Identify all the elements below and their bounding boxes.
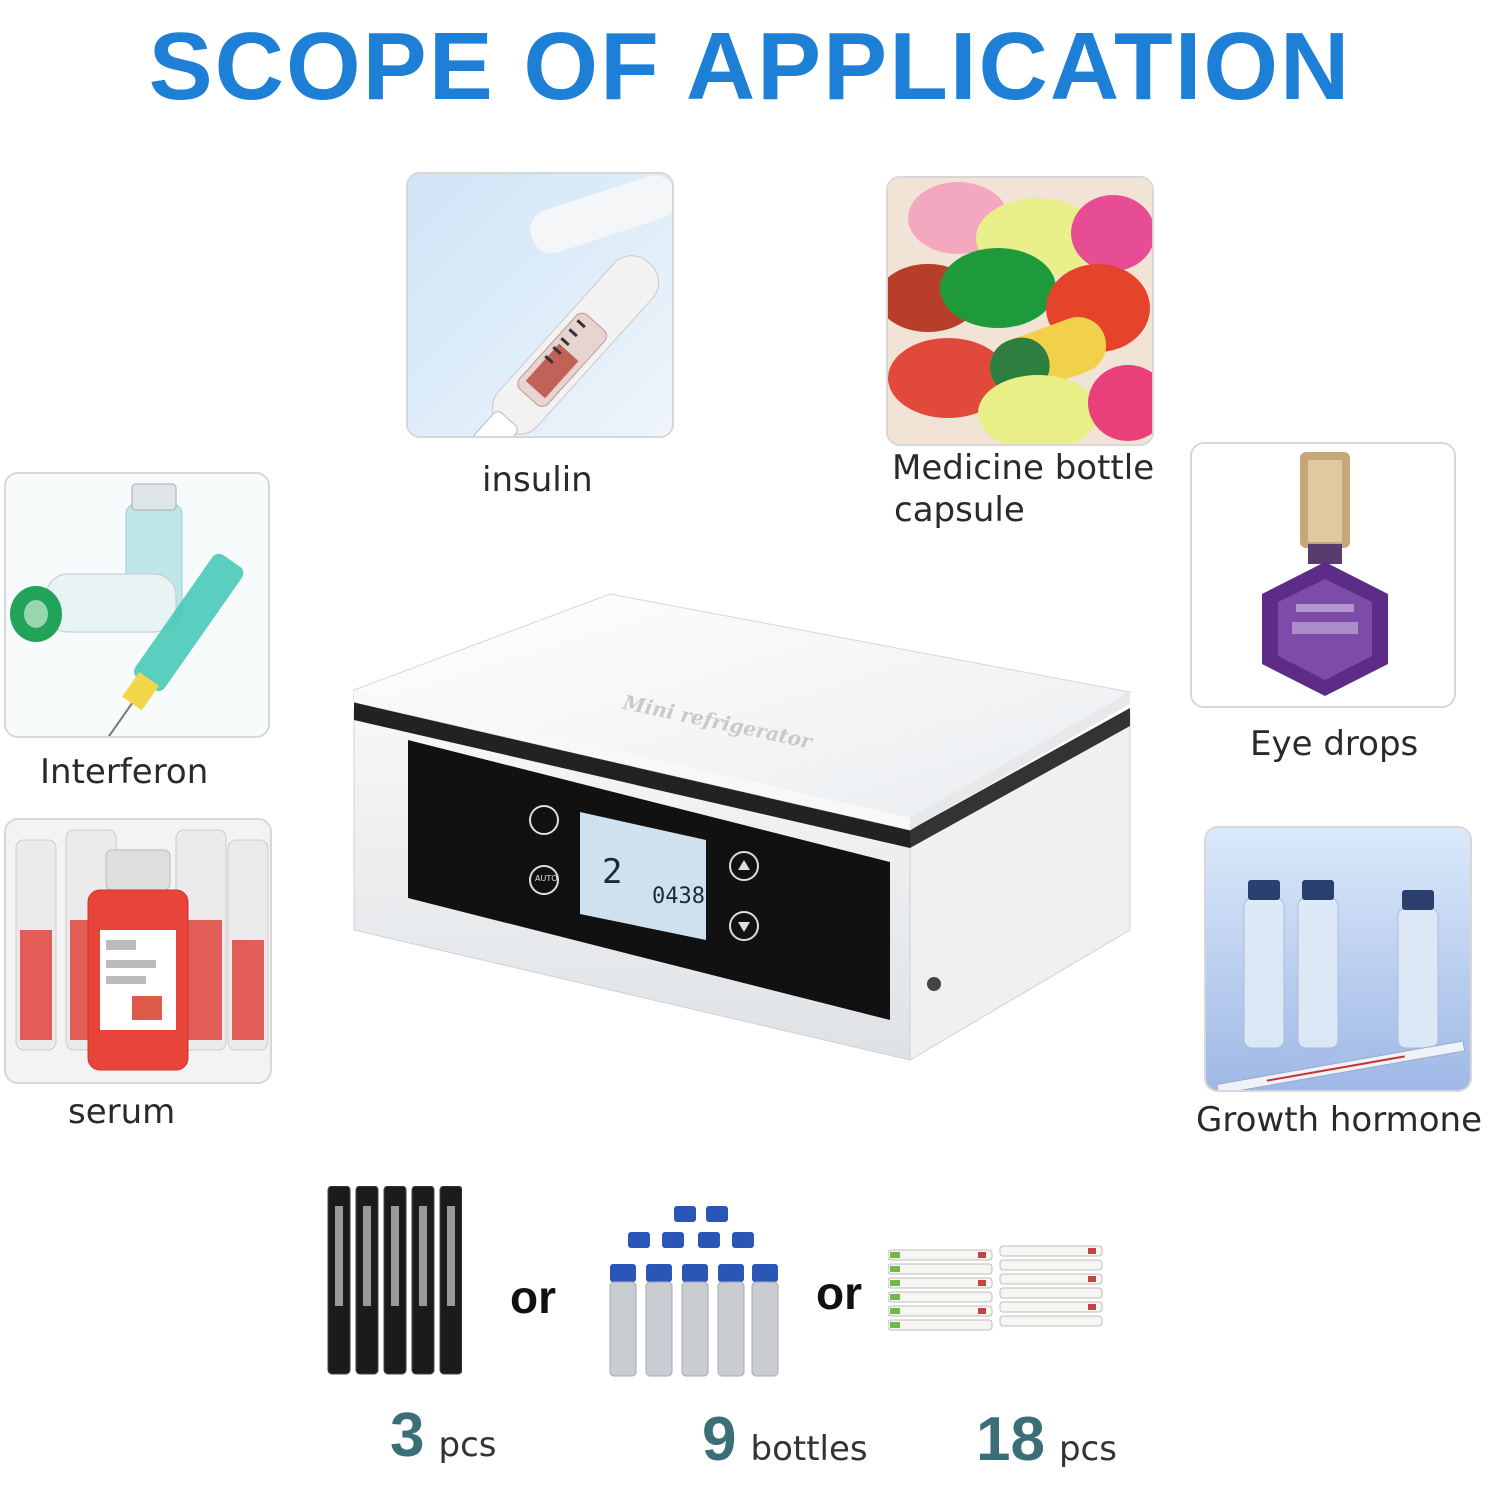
capsule-label-line2: capsule bbox=[894, 490, 1025, 530]
eye-drops-label: Eye drops bbox=[1250, 724, 1419, 764]
capsule-label-line1: Medicine bottle bbox=[892, 448, 1155, 488]
ampoules-illustration bbox=[888, 1244, 1104, 1338]
device-display-time: 0438 bbox=[652, 884, 705, 909]
serum-image bbox=[4, 818, 272, 1084]
page-title: SCOPE OF APPLICATION bbox=[148, 13, 1352, 120]
capacity-unit: bottles bbox=[750, 1429, 868, 1469]
serum-label: serum bbox=[68, 1092, 176, 1132]
eye-drops-image bbox=[1190, 442, 1456, 708]
device-auto-button-label: AUTO bbox=[535, 874, 558, 883]
interferon-label: Interferon bbox=[40, 752, 209, 792]
vials-illustration bbox=[606, 1206, 784, 1382]
capacity-number: 18 bbox=[976, 1405, 1045, 1474]
capacity-option-ampoules: 18 pcs bbox=[976, 1404, 1117, 1475]
capacity-unit: pcs bbox=[1058, 1429, 1117, 1469]
capacity-number: 9 bbox=[702, 1405, 737, 1474]
device-display-temp: 2 bbox=[602, 852, 623, 892]
mini-refrigerator bbox=[340, 580, 1140, 1070]
insulin-label: insulin bbox=[482, 460, 593, 500]
capacity-option-bottles: 9 bottles bbox=[702, 1404, 868, 1475]
growth-hormone-image bbox=[1204, 826, 1472, 1092]
insulin-pens-illustration bbox=[326, 1186, 462, 1376]
or-text-1: or bbox=[510, 1271, 556, 1323]
capacity-option-pens: 3 pcs bbox=[390, 1400, 496, 1471]
capacity-number: 3 bbox=[390, 1401, 425, 1470]
interferon-image bbox=[4, 472, 270, 738]
growth-hormone-label: Growth hormone bbox=[1196, 1100, 1482, 1140]
insulin-image bbox=[406, 172, 674, 438]
capacity-unit: pcs bbox=[438, 1425, 497, 1465]
or-text-2: or bbox=[816, 1267, 862, 1319]
capsule-image bbox=[886, 176, 1154, 446]
